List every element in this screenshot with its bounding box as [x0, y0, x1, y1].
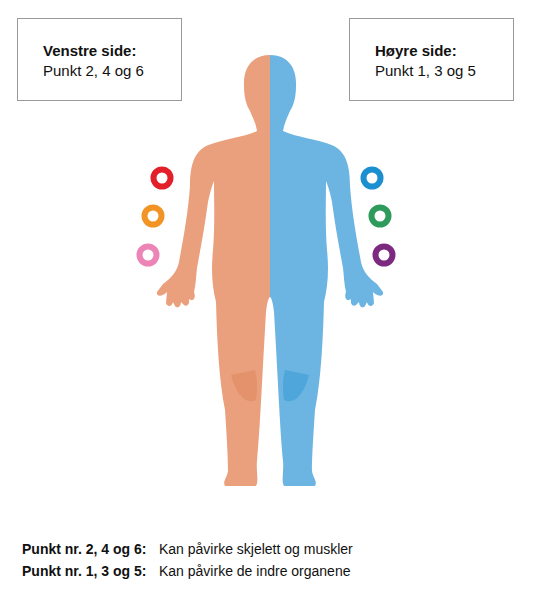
box-body: Punkt 2, 4 og 6 [43, 61, 169, 81]
knee-shade [283, 370, 309, 401]
ring [364, 170, 381, 187]
point-group-label: Punkt nr. 1, 3 og 5: [22, 562, 146, 580]
info-box: Høyre side:Punkt 1, 3 og 5 [349, 18, 514, 101]
ring [145, 208, 162, 225]
ring [372, 208, 389, 225]
knee-shade [231, 370, 257, 401]
ring [154, 170, 171, 187]
info-box: Venstre side:Punkt 2, 4 og 6 [17, 18, 182, 101]
box-heading: Høyre side: [375, 41, 501, 61]
point-description: Kan påvirke skjelett og muskler [159, 540, 353, 558]
ring [140, 247, 157, 264]
ring [376, 247, 393, 264]
body-right-half [270, 55, 383, 486]
point-rings [140, 170, 393, 264]
point-description: Kan påvirke de indre organene [159, 562, 350, 580]
point-group-label: Punkt nr. 2, 4 og 6: [22, 540, 146, 558]
box-heading: Venstre side: [43, 41, 169, 61]
box-body: Punkt 1, 3 og 5 [375, 61, 501, 81]
body-left-half [157, 55, 270, 486]
